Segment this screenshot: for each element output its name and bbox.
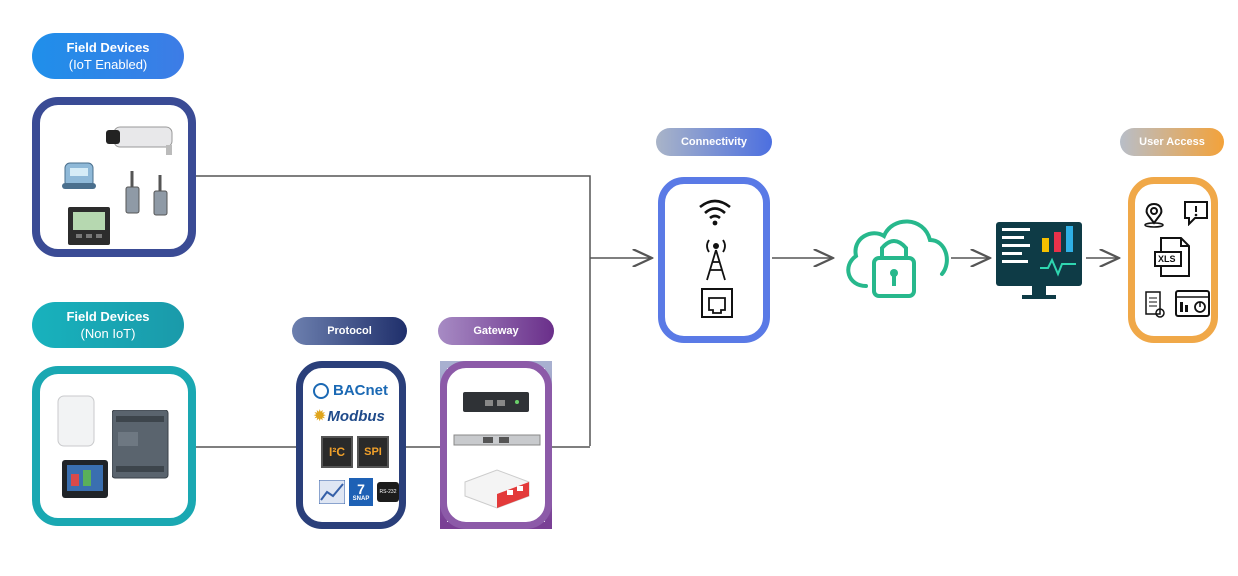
rs232-text: RS-232 [379, 489, 397, 495]
protocol-pill: Protocol [292, 317, 407, 345]
field-devices-iot-subtitle: (IoT Enabled) [68, 57, 148, 72]
modbus-text: Modbus [327, 407, 385, 425]
connectivity-pill: Connectivity [656, 128, 772, 156]
protocol-card: BACnet ✹ Modbus I²C SPI 7 SNAP RS-232 [296, 361, 406, 529]
noniot-devices-card [32, 366, 196, 526]
dashboard-monitor-icon [994, 220, 1084, 307]
secure-cloud-icon [838, 212, 954, 309]
field-devices-iot-title: Field Devices [66, 40, 150, 55]
bacnet-mark-icon [313, 382, 329, 399]
protocol-label: Protocol [327, 325, 372, 337]
user-access-label: User Access [1139, 136, 1205, 148]
connectivity-label: Connectivity [680, 136, 747, 148]
gateway-raspberry-case-image [461, 464, 533, 515]
analytics-dashboard-icon [1175, 290, 1211, 323]
gateway-label: Gateway [473, 325, 519, 337]
user-access-card: XLS [1128, 177, 1218, 343]
panel-meter-image [68, 207, 112, 252]
field-devices-noniot-pill: Field Devices (Non IoT) [32, 302, 184, 348]
xls-file-icon: XLS [1153, 236, 1193, 283]
snap7-text: SNAP [352, 496, 370, 502]
connectivity-card [658, 177, 770, 343]
report-scroll-icon [1143, 290, 1165, 323]
spi-chip-logo: SPI [357, 436, 389, 468]
modbus-logo: ✹ Modbus [313, 406, 385, 426]
xls-text: XLS [1158, 254, 1176, 264]
bacnet-text: BACnet [333, 382, 388, 399]
wifi-icon [697, 196, 733, 231]
rs232-logo: RS-232 [377, 482, 399, 502]
alert-message-icon [1183, 200, 1209, 231]
user-access-pill: User Access [1120, 128, 1224, 156]
iot-devices-card [32, 97, 196, 257]
bullet-camera-image [106, 121, 182, 160]
field-devices-noniot-title: Field Devices [66, 309, 150, 324]
gateway-rack-image [453, 432, 543, 453]
location-pin-icon [1143, 202, 1165, 233]
touch-panel-image [62, 460, 110, 505]
gateway-card-frame [440, 361, 552, 529]
sensor-box-image [56, 394, 96, 453]
i2c-text: I²C [329, 445, 345, 459]
water-meter-image [62, 159, 96, 198]
snap7-number: 7 [357, 481, 365, 497]
i2c-chip-logo: I²C [321, 436, 353, 468]
field-devices-noniot-subtitle: (Non IoT) [80, 326, 136, 341]
wireless-transmitter-image [122, 171, 174, 222]
field-devices-iot-pill: Field Devices (IoT Enabled) [32, 33, 184, 79]
modbus-gear-icon: ✹ [313, 408, 327, 425]
chart-protocol-icon [318, 479, 346, 509]
snap7-logo: 7 SNAP [349, 478, 373, 506]
line-iot-to-hub [196, 175, 591, 446]
gateway-router-image [461, 388, 533, 421]
plc-controller-image [111, 409, 170, 485]
gateway-pill: Gateway [438, 317, 554, 345]
ethernet-port-icon [701, 288, 735, 325]
bacnet-logo: BACnet [313, 382, 388, 399]
cell-tower-icon [701, 238, 731, 287]
spi-text: SPI [364, 446, 382, 458]
